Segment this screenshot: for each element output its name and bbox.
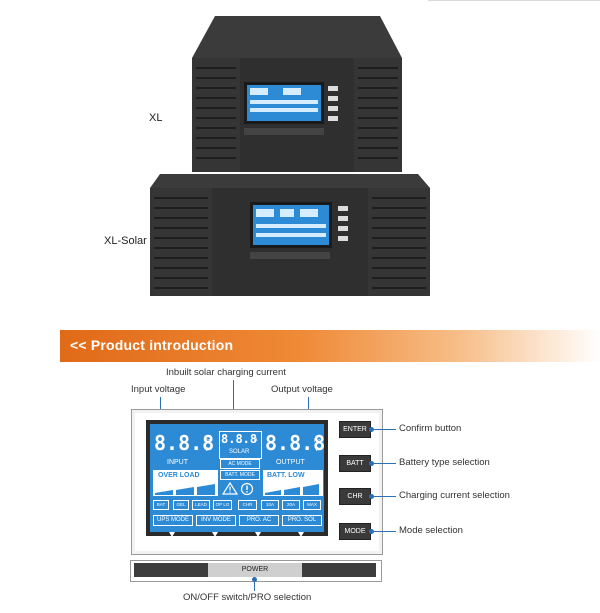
product-introduction-banner: << Product introduction (60, 330, 600, 362)
solar-current-digits: 8.8.8 (221, 432, 258, 446)
over-load-text: OVER LOAD (158, 472, 200, 479)
input-voltage-digits: 8.8.8 (154, 431, 215, 455)
banner-title: << Product introduction (70, 337, 234, 353)
ups-xl-solar-unit (148, 162, 438, 302)
callout-battery-type: Battery type selection (399, 457, 490, 468)
leader-dot-chr (369, 494, 374, 499)
leader-batt (372, 463, 396, 464)
leader-chr (372, 496, 396, 497)
leader-output (308, 397, 309, 419)
output-label: OUTPUT (276, 459, 305, 466)
leader-power (254, 581, 255, 591)
callout-solar-current: Inbuilt solar charging current (166, 367, 286, 378)
callout-mode-selection: Mode selection (399, 525, 463, 536)
ups-xl-unit (170, 0, 420, 180)
ups-xl-illustration (192, 16, 402, 172)
info-icon (240, 482, 254, 501)
callout-charging-current: Charging current selection (399, 490, 510, 501)
leader-solar (233, 380, 234, 428)
warning-icon (221, 481, 239, 500)
tag-op-lg: OP LG (213, 500, 232, 510)
tag-gel: GEL (173, 500, 189, 510)
batt-mode-indicator: BATT. MODE (220, 470, 260, 480)
chr-button[interactable]: CHR (339, 488, 371, 505)
solar-unit-a: A (254, 437, 258, 443)
battery-level-bars (265, 482, 319, 500)
callout-confirm: Confirm button (399, 423, 462, 434)
batt-button[interactable]: BATT (339, 455, 371, 472)
leader-input (160, 397, 161, 419)
ac-mode-indicator: AC MODE (220, 459, 260, 469)
input-label: INPUT (167, 459, 188, 466)
mode-pro-sol: PRO. SOL (282, 515, 322, 526)
tag-lead: LEAD (192, 500, 210, 510)
batt-low-text: BATT. LOW (267, 472, 305, 479)
tag-chr: CHR (238, 500, 257, 510)
leader-dot-mode (369, 529, 374, 534)
mode-inv: INV MODE (196, 515, 236, 526)
mode-button[interactable]: MODE (339, 523, 371, 540)
solar-label: SOLAR (229, 449, 250, 455)
product-label-xl: XL (149, 112, 163, 124)
product-label-xl-solar: XL-Solar (104, 235, 147, 247)
mode-ups: UPS MODE (153, 515, 193, 526)
tag-20a: 20A (282, 500, 300, 510)
ups-xl-solar-illustration (150, 174, 430, 296)
output-unit-v: V (315, 447, 319, 453)
load-level-bars (155, 482, 215, 500)
input-unit-v: V (205, 447, 209, 453)
leader-dot-enter (369, 427, 374, 432)
power-button[interactable]: POWER (208, 563, 302, 577)
callout-output-voltage: Output voltage (271, 384, 333, 395)
enter-button[interactable]: ENTER (339, 421, 371, 438)
output-unit-hz: Hz (314, 438, 321, 444)
leader-dot-power (252, 577, 257, 582)
tag-bat: BAT (153, 500, 169, 510)
output-voltage-digits: 8.8.8 (265, 431, 326, 455)
callout-onoff: ON/OFF switch/PRO selection (183, 592, 312, 603)
mode-pro-ac: PRO. AC (239, 515, 279, 526)
input-unit-hz: Hz (204, 438, 211, 444)
callout-input-voltage: Input voltage (131, 384, 186, 395)
leader-dot-batt (369, 461, 374, 466)
mode-pointers (153, 525, 321, 543)
solar-frame (219, 431, 262, 459)
leader-mode (372, 531, 396, 532)
tag-10a: 10A (261, 500, 279, 510)
tag-max: MAX (303, 500, 321, 510)
leader-enter (372, 429, 396, 430)
top-divider (428, 0, 600, 1)
